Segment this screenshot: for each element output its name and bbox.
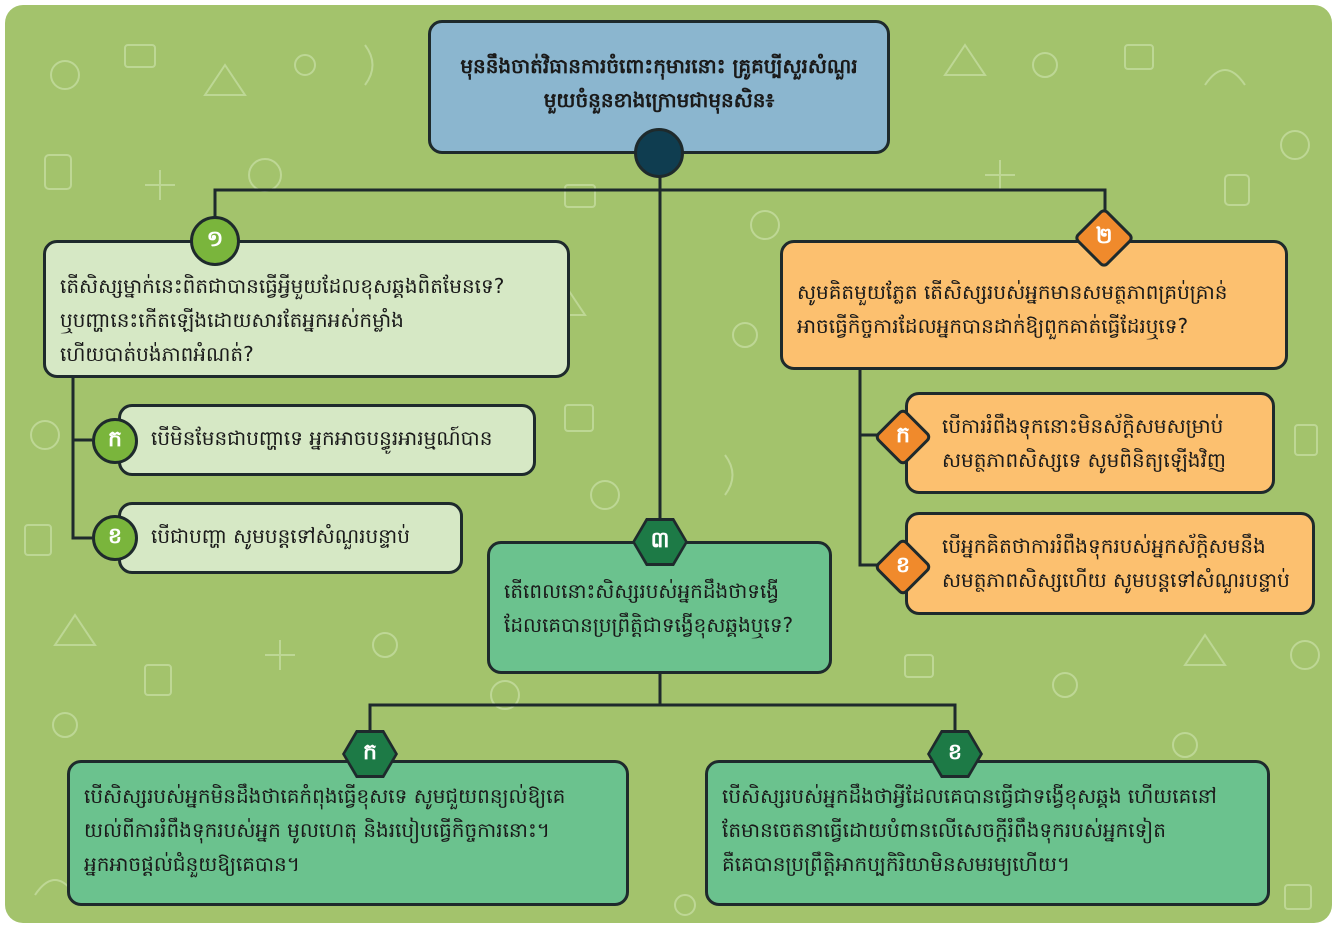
branch2-option-b-text: បើអ្នកគិតថាការរំពឹងទុករបស់អ្នកស័ក្តិសមនឹ… <box>942 534 1290 592</box>
branch2-option-b-box: បើអ្នកគិតថាការរំពឹងទុករបស់អ្នកស័ក្តិសមនឹ… <box>905 512 1315 615</box>
branch3-option-a-badge: ក <box>342 730 398 778</box>
branch2-question-box: សូមគិតមួយភ្លែត តើសិស្សរបស់អ្នកមានសមត្ថភា… <box>780 240 1288 370</box>
root-question-text: មុននឹងចាត់វិធានការចំពោះកុមារនោះ គ្រូគប្ប… <box>460 54 858 112</box>
branch1-option-a-badge: ក <box>92 418 138 464</box>
branch1-option-a-box: បើមិនមែនជាបញ្ហាទេ អ្នកអាចបន្ធូរអារម្មណ៍ប… <box>118 404 536 476</box>
branch2-question-text: សូមគិតមួយភ្លែត តើសិស្សរបស់អ្នកមានសមត្ថភា… <box>797 280 1228 338</box>
branch1-option-a-text: បើមិនមែនជាបញ្ហាទេ អ្នកអាចបន្ធូរអារម្មណ៍ប… <box>151 426 493 450</box>
branch3-option-b-text: បើសិស្សរបស់អ្នកដឹងថាអ្វីដែលគេបានធ្វើជាទង… <box>722 784 1217 876</box>
branch1-option-b-badge: ខ <box>92 515 138 561</box>
branch2-option-a-box: បើការរំពឹងទុកនោះមិនស័ក្តិសមសម្រាប់ សមត្ថ… <box>905 392 1275 494</box>
branch3-option-b-box: បើសិស្សរបស់អ្នកដឹងថាអ្វីដែលគេបានធ្វើជាទង… <box>705 760 1270 906</box>
branch1-question-box: តើសិស្សម្នាក់នេះពិតជាបានធ្វើអ្វីមួយដែលខុ… <box>43 240 570 378</box>
branch1-number-badge: ១ <box>190 216 240 266</box>
branch1-question-text: តើសិស្សម្នាក់នេះពិតជាបានធ្វើអ្វីមួយដែលខុ… <box>60 274 505 366</box>
branch1-option-b-text: បើជាបញ្ហា សូមបន្តទៅសំណួរបន្ទាប់ <box>151 524 410 548</box>
branch1-option-b-box: បើជាបញ្ហា សូមបន្តទៅសំណួរបន្ទាប់ <box>118 502 463 574</box>
branch3-option-a-box: បើសិស្សរបស់អ្នកមិនដឹងថាគេកំពុងធ្វើខុសទេ … <box>67 760 629 906</box>
school-doodle-pattern <box>24 43 1320 916</box>
branch3-question-text: តើពេលនោះសិស្សរបស់អ្នកដឹងថាទង្វើ ដែលគេបាន… <box>504 579 794 637</box>
branch2-option-a-text: បើការរំពឹងទុកនោះមិនស័ក្តិសមសម្រាប់ សមត្ថ… <box>942 414 1226 472</box>
branch3-option-a-text: បើសិស្សរបស់អ្នកមិនដឹងថាគេកំពុងធ្វើខុសទេ … <box>84 784 566 876</box>
root-connector-node <box>634 128 684 178</box>
